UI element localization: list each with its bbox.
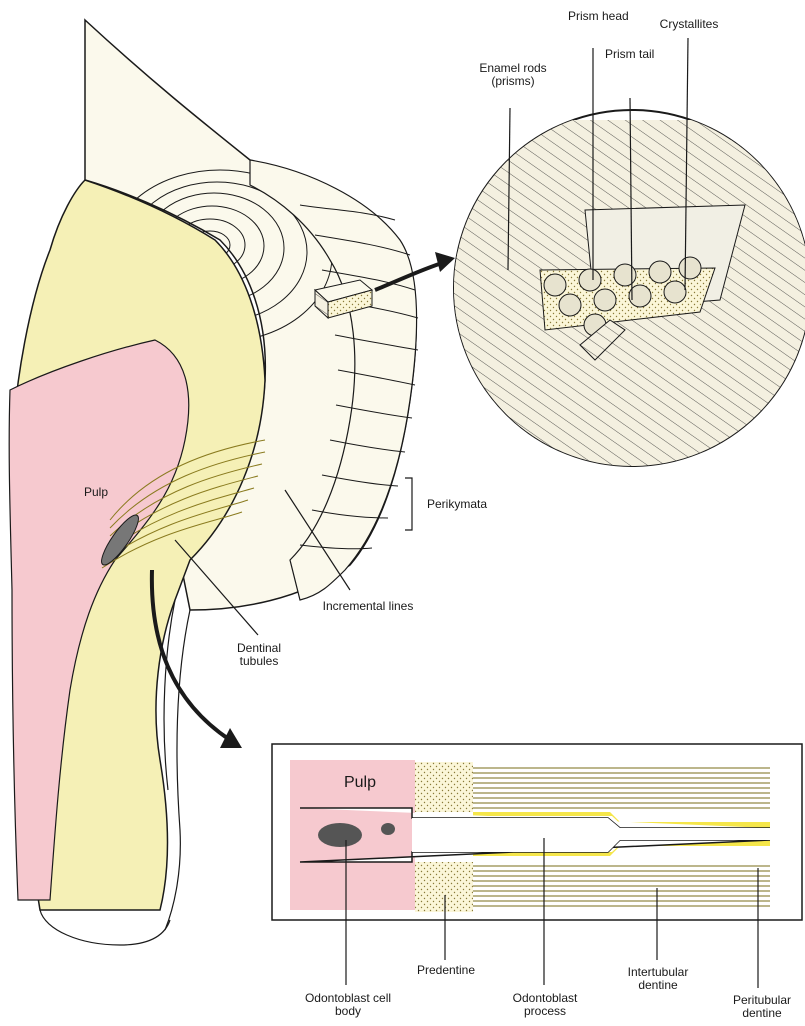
predentine-bottom (415, 862, 473, 912)
label-prism-tail: Prism tail (605, 48, 653, 61)
label-peritubular-dentine: Peritubular dentine (720, 994, 804, 1020)
label-crystallites: Crystallites (644, 18, 734, 31)
label-detail-pulp: Pulp (330, 776, 390, 789)
label-odontoblast-cell-body: Odontoblast cell body (300, 992, 396, 1018)
label-enamel-rods: Enamel rods (prisms) (458, 62, 568, 88)
label-predentine: Predentine (404, 964, 488, 977)
predentine-top (415, 762, 473, 812)
enamel-detail-circle (450, 38, 805, 470)
label-intertubular-dentine: Intertubular dentine (612, 966, 704, 992)
arrow-to-detail-head (220, 728, 242, 748)
label-perikymata: Perikymata (427, 498, 487, 511)
label-prism-head: Prism head (568, 10, 616, 23)
label-dentinal-tubules: Dentinal tubules (224, 642, 294, 668)
odontoblast-nucleus (318, 823, 362, 847)
perikymata-bracket (405, 478, 412, 530)
arrow-to-enamel-head (435, 252, 455, 272)
odontoblast-granule (381, 823, 395, 835)
label-odontoblast-process: Odontoblast process (500, 992, 590, 1018)
label-incremental-lines: Incremental lines (318, 600, 418, 613)
label-pulp: Pulp (84, 486, 108, 499)
